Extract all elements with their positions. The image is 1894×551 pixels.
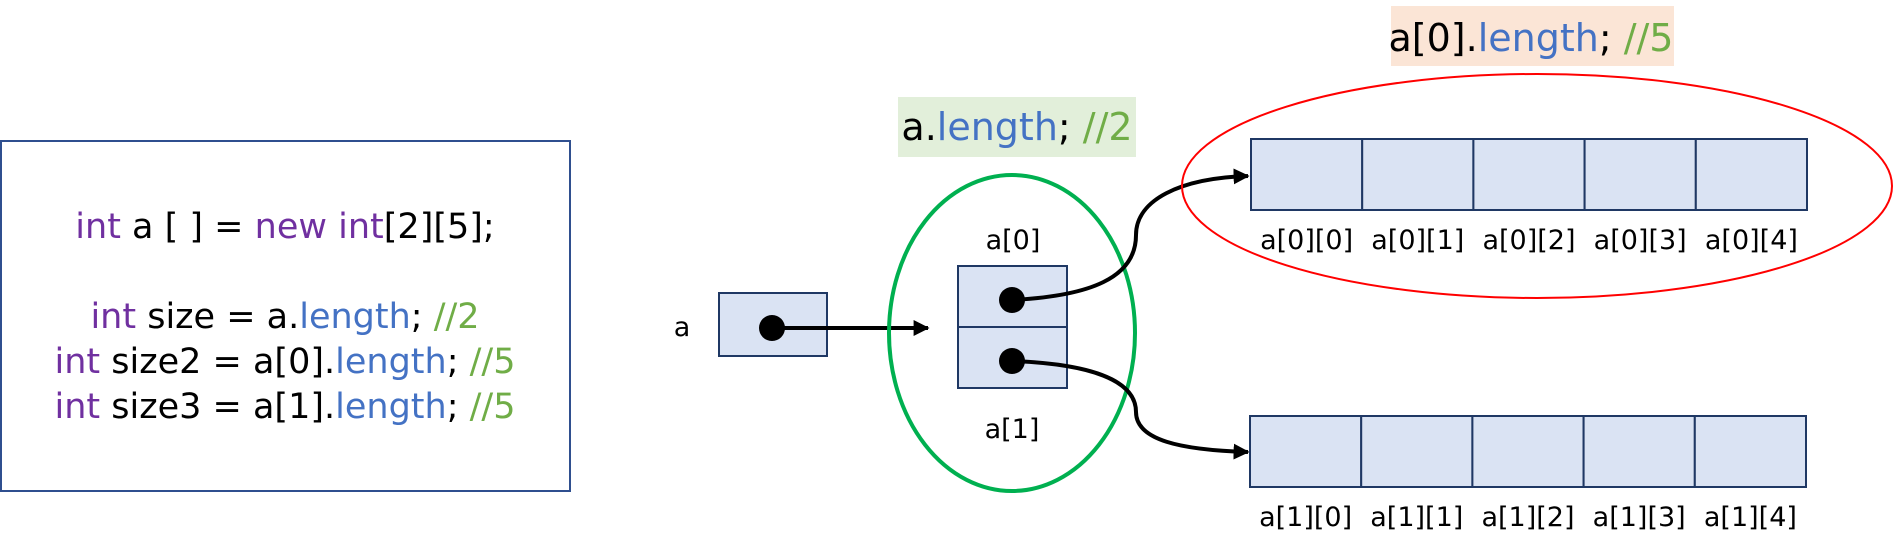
row0-cell-3 <box>1583 138 1697 211</box>
ref-cell <box>718 292 828 357</box>
code-line-size2: int size2 = a[0].length; //5 <box>55 342 516 382</box>
row1-cell-2 <box>1471 415 1585 488</box>
ref-label: a <box>674 312 691 343</box>
code-box-frame <box>0 140 571 492</box>
row1-cell-0 <box>1249 415 1363 488</box>
row0-cell-2-label: a[0][2] <box>1482 225 1575 256</box>
pointer-arrow-row1 <box>1011 359 1250 460</box>
row0-cell-0 <box>1250 138 1364 211</box>
row1-cell-2-label: a[1][2] <box>1481 502 1574 533</box>
outer-length-banner <box>898 97 1136 157</box>
row0-cell-4-label: a[0][4] <box>1705 225 1798 256</box>
inner-array-row0: a[0].length; //5 a[0][0]a[0][1]a[0][2]a[… <box>1181 6 1893 299</box>
inner-length-banner <box>1391 6 1674 66</box>
row1-cell-4-label: a[1][4] <box>1704 502 1797 533</box>
row0-cell-1 <box>1361 138 1475 211</box>
row1-cell-0-label: a[1][0] <box>1259 502 1352 533</box>
inner-array-row0-ellipse <box>1181 73 1893 299</box>
inner-array-row1: a[1][0] a[1][1] a[1][2] a[1][3] a[1][4] <box>1249 415 1808 533</box>
row0-cell-4 <box>1694 138 1809 211</box>
code-line-size3: int size3 = a[1].length; //5 <box>55 387 516 427</box>
row0-cells: a[0][0] a[0][1] a[0][2] a[0][3] a[0][4] <box>1250 138 1809 256</box>
row1-cell-1-label: a[1][1] <box>1370 502 1463 533</box>
row1-cell-4 <box>1693 415 1808 488</box>
outer-array: a.length; //2 a[0] a[1] <box>887 97 1250 493</box>
row1-cell-3-label: a[1][3] <box>1593 502 1686 533</box>
outer-length-banner-text: a.length; //2 <box>901 105 1132 149</box>
outer-cell-0-label: a[0] <box>986 225 1041 256</box>
row1-cell-3 <box>1582 415 1696 488</box>
row0-cell-1-label: a[0][1] <box>1371 225 1464 256</box>
row1-cells: a[1][0] a[1][1] a[1][2] a[1][3] a[1][4] <box>1249 415 1808 533</box>
row0-cell-2 <box>1472 138 1586 211</box>
row1-cell-1 <box>1360 415 1474 488</box>
row0-cell-3-label: a[0][3] <box>1594 225 1687 256</box>
code-line-size: int size = a.length; //2 <box>90 297 479 337</box>
outer-cell-1-label: a[1] <box>985 414 1040 445</box>
inner-length-banner-text: a[0].length; //5 <box>1388 16 1673 60</box>
reference-a: a <box>674 292 930 357</box>
code-box: int a [ ] = new int[2][5]; int size = a.… <box>0 140 571 492</box>
pointer-arrow-row0 <box>1011 168 1250 302</box>
row0-cell-0-label: a[0][0] <box>1260 225 1353 256</box>
outer-array-ellipse <box>887 173 1137 493</box>
code-line-declaration: int a [ ] = new int[2][5]; <box>75 207 494 247</box>
